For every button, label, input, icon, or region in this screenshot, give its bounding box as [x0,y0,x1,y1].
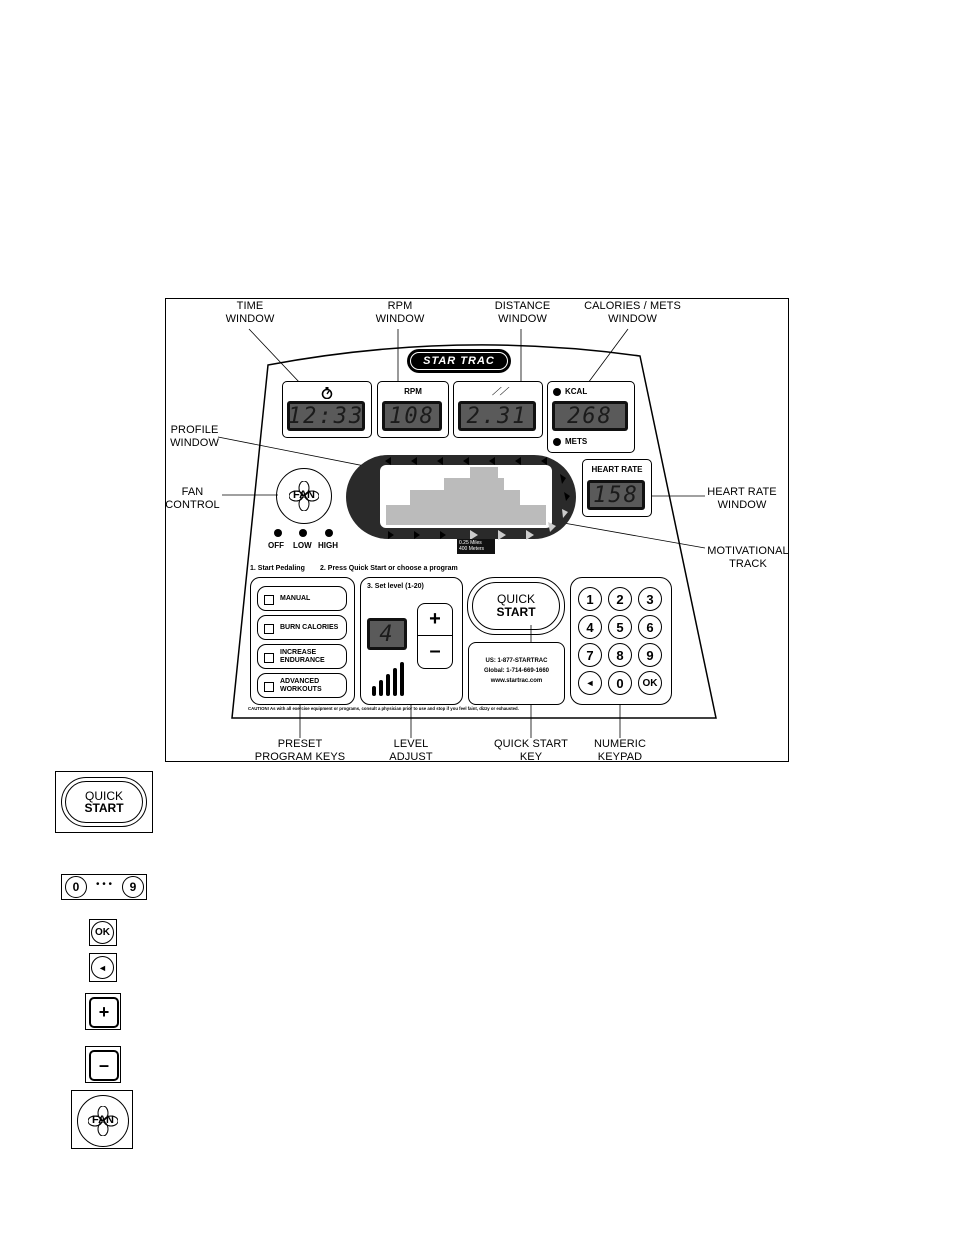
legend-fan-icon: FAN [71,1090,133,1149]
level-display: 4 [367,618,407,650]
manual-icon [264,595,274,605]
mets-indicator [553,438,561,446]
rpm-window: RPM 108 [377,381,449,438]
distance-display: 2.31 [458,401,536,431]
heart-rate-window: HEART RATE 158 [582,459,652,517]
profile-window-matrix [386,467,546,525]
key-back[interactable]: ◄ [578,671,602,695]
heart-rate-label: HEART RATE [591,465,643,474]
level-up-button[interactable]: + [418,604,452,636]
heart-rate-display: 158 [587,480,645,510]
fan-low-indicator [299,529,307,537]
level-down-button[interactable]: – [429,640,441,662]
fan-off-indicator [274,529,282,537]
legend-quick-start-icon: QUICK START [55,771,153,833]
fan-off-label: OFF [268,541,284,550]
level-rocker: + – [417,603,453,669]
step1-text: 1. Start Pedaling [250,565,305,572]
endurance-icon [264,653,274,663]
time-window: 12:33 [282,381,372,438]
level-adjust-panel: 3. Set level (1-20) 4 + – [360,577,463,705]
rpm-display: 108 [382,401,442,431]
step2-text: 2. Press Quick Start or choose a program [320,565,458,572]
advanced-workouts-icon [264,682,274,692]
program-advanced-workouts-button[interactable]: ADVANCED WORKOUTS [257,673,347,698]
key-7[interactable]: 7 [578,643,602,667]
console-outline [231,344,717,719]
fan-high-label: HIGH [318,541,338,550]
key-1[interactable]: 1 [578,587,602,611]
key-4[interactable]: 4 [578,615,602,639]
legend-digit-keys-icon: 0 • • • 9 [61,874,147,900]
contact-web: www.startrac.com [490,678,543,684]
burn-calories-icon [264,624,274,634]
contact-global: Global: 1-714-669-1660 [483,668,550,674]
legend-plus-icon: + [85,993,121,1030]
preset-program-panel: MANUAL BURN CALORIES INCREASE ENDURANCE … [250,577,355,705]
contact-panel: US: 1-877-STARTRAC Global: 1-714-669-166… [468,642,565,705]
calories-display: 268 [552,401,628,431]
legend-back-icon: ◄ [89,953,117,982]
console-diagram-frame [165,298,789,762]
fan-low-label: LOW [293,541,312,550]
brand-logo: STAR TRAC [407,349,511,373]
key-3[interactable]: 3 [638,587,662,611]
stopwatch-icon [321,386,333,400]
kcal-label: KCAL [565,387,588,396]
step3-text: 3. Set level (1-20) [367,583,424,590]
program-manual-button[interactable]: MANUAL [257,586,347,611]
key-5[interactable]: 5 [608,615,632,639]
program-burn-calories-button[interactable]: BURN CALORIES [257,615,347,640]
distance-track-icon: ⟋⟋ [492,386,508,398]
kcal-indicator [553,388,561,396]
key-8[interactable]: 8 [608,643,632,667]
fan-icon [289,481,319,511]
program-increase-endurance-button[interactable]: INCREASE ENDURANCE [257,644,347,669]
level-bars-icon [372,662,404,696]
key-6[interactable]: 6 [638,615,662,639]
fan-high-indicator [325,529,333,537]
track-arrows-top [385,457,547,465]
leader-motivational [557,521,706,549]
mets-label: METS [565,437,588,446]
leader-time [248,328,301,384]
key-ok[interactable]: OK [638,671,662,695]
leader-profile [217,436,386,471]
distance-window: ⟋⟋ 2.31 [453,381,543,438]
track-arrows-bottom [388,522,556,540]
legend-ok-icon: OK [89,919,117,946]
legend-minus-icon: – [85,1046,121,1083]
fan-label: FAN [293,489,315,501]
contact-us: US: 1-877-STARTRAC [485,658,548,664]
brand-logo-text: STAR TRAC [410,352,508,370]
quick-start-button[interactable]: QUICK START [467,577,565,635]
caution-text: CAUTION! As with all exercise equipment … [248,706,519,711]
key-9[interactable]: 9 [638,643,662,667]
fan-button[interactable]: FAN [276,468,332,524]
leader-calories [587,328,629,384]
rpm-label: RPM [404,387,422,396]
calories-mets-window: KCAL 268 METS [547,381,635,453]
numeric-keypad: 1 2 3 4 5 6 7 8 9 ◄ 0 OK [570,577,672,705]
track-note-box [457,539,495,554]
key-2[interactable]: 2 [608,587,632,611]
time-display: 12:33 [287,401,365,431]
key-0[interactable]: 0 [608,671,632,695]
